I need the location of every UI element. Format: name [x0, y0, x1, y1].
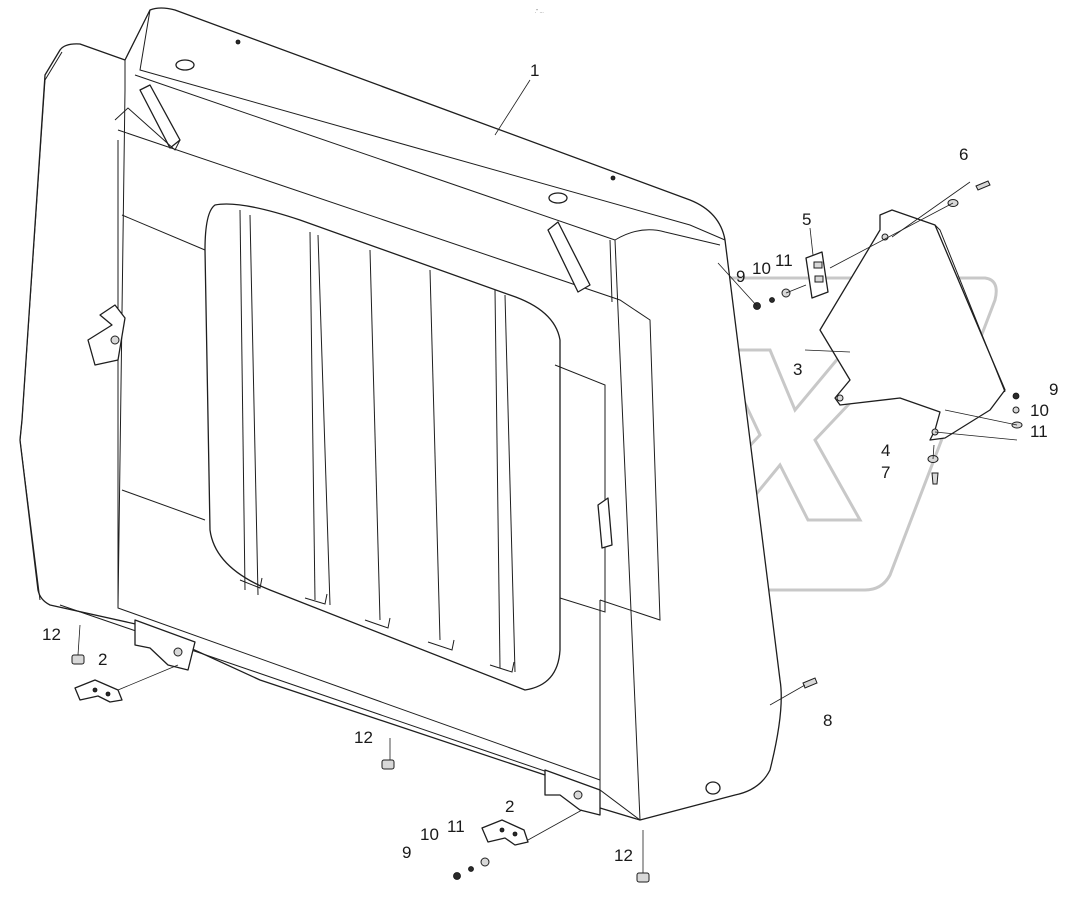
frame-slot-right: [547, 221, 591, 293]
callout-11-right: 11: [1030, 422, 1048, 441]
clamp-part-2-right: [481, 819, 529, 846]
callout-2-right: 2: [505, 797, 514, 816]
callout-12-center: 12: [354, 728, 373, 747]
fastener-group-bottom: [453, 857, 490, 880]
callout-6: 6: [959, 145, 968, 164]
frame-top-hole-left: [175, 59, 195, 71]
clamp-part-2-left: [74, 679, 123, 703]
callout-9-top: 9: [736, 267, 745, 286]
frame-side-bracket: [87, 304, 126, 366]
callout-10-bottom: 10: [420, 825, 439, 844]
foot-part-12-right: [636, 872, 650, 883]
frame-bottom-bracket-right: [544, 769, 601, 816]
panel-frame-part-1: [19, 7, 782, 821]
callout-10-right: 10: [1030, 401, 1049, 420]
top-mark: ." ...: [535, 9, 544, 15]
fastener-group-right: [1011, 392, 1023, 429]
frame-bottom-bracket-left: [134, 619, 196, 671]
callout-3: 3: [793, 360, 802, 379]
frame-top-hole-right: [548, 192, 568, 204]
leader-lines: [77, 79, 1018, 873]
callout-5: 5: [802, 210, 811, 229]
bolt-part-7: [931, 472, 939, 485]
frame-top-pin: [235, 39, 241, 45]
callout-12-left: 12: [42, 625, 61, 644]
callout-1: 1: [530, 61, 539, 80]
foot-part-12-left: [71, 654, 85, 665]
callout-9-right: 9: [1049, 380, 1058, 399]
callout-10-top: 10: [752, 259, 771, 278]
frame-side-tab: [597, 497, 613, 549]
callout-4: 4: [881, 441, 890, 460]
callout-labels: 1 2 2 3 4 5 6 7 8 9 9 9 10 10 10 11 11 1…: [42, 61, 1058, 865]
fastener-group-top: [753, 288, 791, 310]
frame-top-pin-2: [610, 175, 616, 181]
callout-8: 8: [823, 711, 832, 730]
callout-9-bottom: 9: [402, 843, 411, 862]
bolt-part-6: [975, 180, 991, 191]
callout-7: 7: [881, 463, 890, 482]
foot-part-12-center: [381, 759, 395, 770]
hinge-part-5: [805, 251, 829, 299]
frame-bottom-hook: [705, 781, 721, 795]
callout-11-bottom: 11: [447, 817, 465, 836]
callout-12-right: 12: [614, 846, 633, 865]
side-shield-part-3: [819, 209, 1006, 441]
bolt-part-8: [802, 677, 818, 689]
callout-11-top: 11: [775, 251, 793, 270]
callout-2-left: 2: [98, 650, 107, 669]
